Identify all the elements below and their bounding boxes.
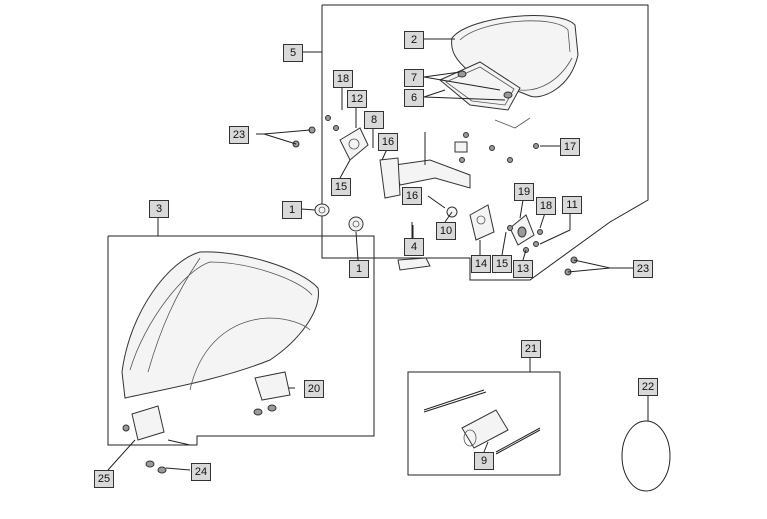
callout-14: 14 (471, 255, 491, 273)
seat-bracket-20 (253, 371, 291, 416)
callout-10: 10 (436, 222, 456, 240)
callout-11: 11 (562, 196, 582, 214)
callout-7: 7 (404, 69, 424, 87)
cable-22 (621, 420, 671, 492)
callout-5: 5 (283, 44, 303, 62)
callout-2: 2 (404, 31, 424, 49)
callout-6: 6 (404, 89, 424, 107)
callout-23-right: 23 (633, 260, 653, 278)
callout-12: 12 (347, 90, 367, 108)
screws-24 (145, 460, 167, 474)
callout-16-lower: 16 (402, 187, 422, 205)
callout-9: 9 (474, 452, 494, 470)
callout-22: 22 (638, 378, 658, 396)
callout-18-left: 18 (333, 70, 353, 88)
callout-25: 25 (94, 470, 114, 488)
callout-8: 8 (364, 111, 384, 129)
callout-17: 17 (560, 138, 580, 156)
callout-3: 3 (149, 200, 169, 218)
callout-13: 13 (513, 260, 533, 278)
screws (292, 115, 578, 276)
callout-20: 20 (304, 380, 324, 398)
passenger-seat-cushion (121, 251, 319, 399)
tool-kit-items (423, 389, 541, 455)
seat-assembly-frame (321, 4, 649, 281)
leader-lines (107, 38, 649, 471)
seat-bracket (379, 132, 471, 199)
lock-plate-12 (339, 127, 369, 161)
callout-21: 21 (521, 340, 541, 358)
callout-23-left: 23 (229, 126, 249, 144)
callout-24: 24 (191, 463, 211, 481)
grommet-1 (314, 203, 364, 232)
callout-1-left: 1 (282, 201, 302, 219)
callout-16-upper: 16 (378, 133, 398, 151)
callout-15-left: 15 (331, 178, 351, 196)
lock-19 (509, 214, 535, 246)
passenger-seat-frame (107, 235, 375, 446)
callout-1-lower: 1 (349, 260, 369, 278)
tool-kit-frame (407, 371, 561, 476)
callout-19: 19 (514, 183, 534, 201)
callout-18-right: 18 (536, 197, 556, 215)
callout-4: 4 (404, 238, 424, 256)
seat-base-plate (439, 61, 531, 129)
callout-15-right: 15 (492, 255, 512, 273)
clip-25 (122, 405, 191, 446)
